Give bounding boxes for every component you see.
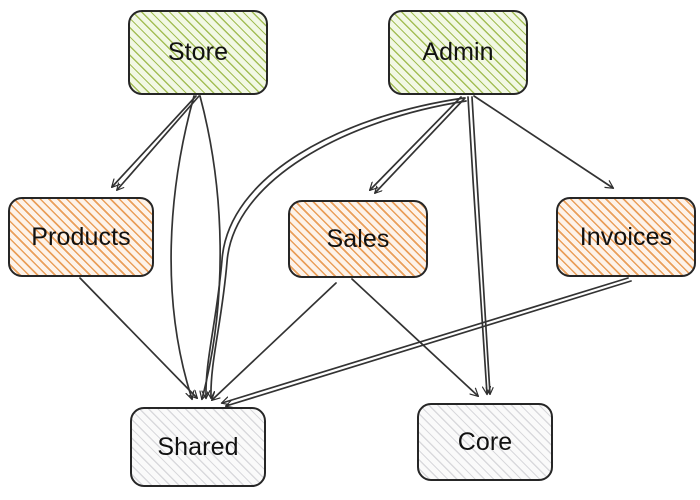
- node-invoices[interactable]: Invoices: [556, 197, 696, 277]
- node-products-label: Products: [31, 222, 131, 251]
- edge-invoices-shared: [222, 277, 629, 403]
- node-shared[interactable]: Shared: [130, 407, 266, 487]
- edge-admin-shared-2: [211, 100, 467, 398]
- edge-admin-invoices: [473, 95, 613, 188]
- edge-admin-shared: [206, 97, 465, 398]
- edge-admin-sales: [370, 96, 462, 190]
- edge-sales-core: [351, 278, 478, 396]
- node-shared-label: Shared: [157, 432, 239, 461]
- node-sales[interactable]: Sales: [288, 200, 428, 278]
- node-invoices-label: Invoices: [579, 222, 673, 251]
- edge-store-shared-a: [170, 95, 195, 399]
- edge-admin-sales-2: [375, 97, 466, 193]
- node-store-label: Store: [167, 38, 229, 66]
- node-core-label: Core: [457, 427, 513, 456]
- edge-store-products-2: [117, 95, 200, 190]
- node-core[interactable]: Core: [417, 403, 553, 481]
- node-sales-label: Sales: [326, 224, 390, 253]
- edge-products-shared: [79, 277, 197, 398]
- edge-store-products: [112, 95, 197, 187]
- node-admin[interactable]: Admin: [388, 10, 528, 95]
- edge-invoices-shared-2: [226, 280, 632, 406]
- edge-store-shared-b: [199, 95, 221, 399]
- node-store[interactable]: Store: [128, 10, 268, 95]
- edge-sales-shared: [212, 282, 337, 400]
- edge-admin-core: [467, 96, 487, 394]
- node-admin-label: Admin: [422, 38, 494, 66]
- edge-admin-core-2: [471, 96, 490, 394]
- node-products[interactable]: Products: [8, 197, 154, 277]
